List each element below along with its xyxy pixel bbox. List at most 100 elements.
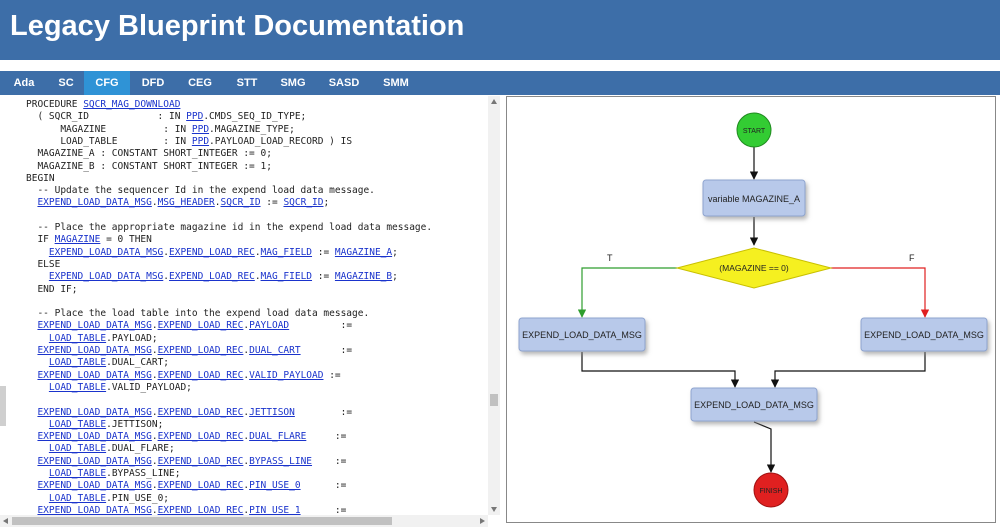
code-text: -- Place the appropriate magazine id in … bbox=[26, 222, 433, 233]
code-text: .PAYLOAD_LOAD_RECORD ) IS bbox=[209, 135, 353, 147]
code-line: EXPEND_LOAD_DATA_MSG.EXPEND_LOAD_REC.VAL… bbox=[26, 369, 340, 382]
code-identifier-link[interactable]: PAYLOAD bbox=[249, 320, 290, 332]
code-identifier-link[interactable]: PIN_USE_0 bbox=[249, 480, 301, 492]
true-branch-node[interactable] bbox=[518, 317, 646, 352]
code-vertical-scrollbar[interactable] bbox=[488, 96, 500, 515]
tab-smg[interactable]: SMG bbox=[280, 77, 306, 89]
code-text: . bbox=[151, 197, 158, 209]
code-text bbox=[26, 493, 49, 504]
horizontal-scroll-thumb[interactable] bbox=[12, 517, 392, 525]
code-identifier-link[interactable]: DUAL_FLARE bbox=[249, 431, 307, 443]
false-branch-node[interactable] bbox=[860, 317, 988, 352]
tab-ada[interactable]: Ada bbox=[13, 77, 35, 89]
code-identifier-link[interactable]: MAGAZINE_A bbox=[334, 246, 393, 258]
merge-node[interactable] bbox=[690, 387, 818, 422]
code-identifier-link[interactable]: EXPEND_LOAD_REC bbox=[157, 504, 244, 515]
false-branch-node-label: EXPEND_LOAD_DATA_MSG bbox=[864, 330, 984, 340]
edge-decision-false bbox=[831, 267, 930, 318]
code-line: ( SQCR_ID : IN PPD.CMDS_SEQ_ID_TYPE; bbox=[26, 111, 306, 123]
code-identifier-link[interactable]: LOAD_TABLE bbox=[48, 492, 107, 504]
tab-ceg[interactable]: CEG bbox=[188, 77, 212, 89]
code-identifier-link[interactable]: PIN_USE_1 bbox=[249, 504, 301, 515]
code-identifier-link[interactable]: EXPEND_LOAD_DATA_MSG bbox=[37, 197, 152, 209]
code-identifier-link[interactable]: EXPEND_LOAD_DATA_MSG bbox=[37, 455, 152, 467]
code-identifier-link[interactable]: MAGAZINE_B bbox=[334, 271, 393, 283]
code-identifier-link[interactable]: SQCR_ID bbox=[220, 197, 261, 209]
code-identifier-link[interactable]: LOAD_TABLE bbox=[48, 381, 107, 393]
code-identifier-link[interactable]: EXPEND_LOAD_DATA_MSG bbox=[37, 320, 152, 332]
code-identifier-link[interactable]: VALID_PAYLOAD bbox=[249, 369, 324, 381]
code-identifier-link[interactable]: SQCR_MAG_DOWNLOAD bbox=[83, 99, 181, 110]
code-identifier-link[interactable]: MAGAZINE bbox=[54, 234, 101, 246]
tab-smm[interactable]: SMM bbox=[383, 77, 409, 89]
code-identifier-link[interactable]: LOAD_TABLE bbox=[48, 357, 107, 369]
code-text bbox=[26, 431, 37, 442]
code-identifier-link[interactable]: EXPEND_LOAD_REC bbox=[157, 406, 244, 418]
code-identifier-link[interactable]: EXPEND_LOAD_REC bbox=[157, 455, 244, 467]
code-identifier-link[interactable]: EXPEND_LOAD_DATA_MSG bbox=[37, 369, 152, 381]
finish-node[interactable] bbox=[753, 472, 789, 508]
code-identifier-link[interactable]: DUAL_CART bbox=[249, 345, 301, 356]
scroll-up-icon[interactable] bbox=[491, 99, 497, 104]
code-identifier-link[interactable]: EXPEND_LOAD_REC bbox=[157, 320, 244, 332]
code-text: . bbox=[151, 406, 158, 418]
code-identifier-link[interactable]: MAG_FIELD bbox=[260, 271, 313, 283]
code-identifier-link[interactable]: EXPEND_LOAD_DATA_MSG bbox=[37, 406, 152, 418]
code-text: := bbox=[300, 504, 347, 515]
code-identifier-link[interactable]: EXPEND_LOAD_DATA_MSG bbox=[37, 480, 152, 492]
code-identifier-link[interactable]: EXPEND_LOAD_REC bbox=[169, 271, 255, 283]
code-identifier-link[interactable]: EXPEND_LOAD_REC bbox=[157, 345, 244, 356]
code-text bbox=[26, 456, 37, 467]
scroll-down-icon[interactable] bbox=[491, 507, 497, 512]
code-horizontal-scrollbar[interactable] bbox=[0, 515, 488, 527]
code-identifier-link[interactable]: EXPEND_LOAD_REC bbox=[157, 480, 244, 492]
code-identifier-link[interactable]: LOAD_TABLE bbox=[48, 332, 107, 344]
code-identifier-link[interactable]: EXPEND_LOAD_REC bbox=[157, 431, 244, 443]
code-identifier-link[interactable]: JETTISON bbox=[249, 406, 295, 418]
code-text: . bbox=[151, 369, 158, 381]
tab-sc[interactable]: SC bbox=[58, 77, 74, 89]
code-identifier-link[interactable]: EXPEND_LOAD_DATA_MSG bbox=[48, 271, 164, 283]
code-text: . bbox=[243, 455, 250, 467]
code-identifier-link[interactable]: BYPASS_LINE bbox=[249, 455, 313, 467]
tab-dfd[interactable]: DFD bbox=[141, 77, 165, 89]
start-node[interactable] bbox=[736, 112, 772, 148]
tab-cfg[interactable]: CFG bbox=[84, 71, 130, 95]
code-identifier-link[interactable]: SQCR_ID bbox=[283, 197, 324, 209]
code-identifier-link[interactable]: PPD bbox=[191, 135, 210, 147]
code-identifier-link[interactable]: LOAD_TABLE bbox=[48, 443, 107, 455]
edge-left-to-merge bbox=[581, 352, 740, 388]
code-line: LOAD_TABLE.VALID_PAYLOAD; bbox=[26, 382, 192, 394]
code-identifier-link[interactable]: EXPEND_LOAD_DATA_MSG bbox=[37, 345, 152, 356]
code-identifier-link[interactable]: MAG_FIELD bbox=[260, 246, 313, 258]
code-identifier-link[interactable]: EXPEND_LOAD_REC bbox=[169, 246, 255, 258]
code-text bbox=[26, 443, 49, 454]
code-text: .PAYLOAD; bbox=[106, 332, 158, 344]
tab-sasd[interactable]: SASD bbox=[328, 77, 360, 89]
control-flow-graph-pane: T F START variable MAGAZINE_A (MAGAZINE … bbox=[506, 96, 996, 523]
code-identifier-link[interactable]: EXPEND_LOAD_DATA_MSG bbox=[37, 431, 152, 443]
assign-node[interactable] bbox=[702, 179, 806, 217]
code-text: := bbox=[306, 431, 347, 443]
tab-stt[interactable]: STT bbox=[236, 77, 258, 89]
code-text: .PIN_USE_0; bbox=[106, 492, 170, 504]
code-identifier-link[interactable]: EXPEND_LOAD_DATA_MSG bbox=[37, 504, 152, 515]
start-node-label: START bbox=[743, 128, 766, 135]
code-identifier-link[interactable]: LOAD_TABLE bbox=[48, 468, 107, 479]
code-identifier-link[interactable]: EXPEND_LOAD_DATA_MSG bbox=[48, 246, 164, 258]
scroll-left-icon[interactable] bbox=[3, 518, 8, 524]
code-line: LOAD_TABLE.JETTISON; bbox=[26, 419, 163, 431]
code-text: . bbox=[151, 504, 158, 515]
code-text: . bbox=[243, 406, 250, 418]
code-identifier-link[interactable]: LOAD_TABLE bbox=[48, 418, 107, 430]
code-identifier-link[interactable]: EXPEND_LOAD_REC bbox=[157, 369, 244, 381]
code-identifier-link[interactable]: PPD bbox=[191, 123, 210, 135]
vertical-scroll-thumb[interactable] bbox=[490, 394, 498, 406]
code-identifier-link[interactable]: MSG_HEADER bbox=[157, 197, 215, 209]
code-text: . bbox=[151, 455, 158, 467]
code-text: . bbox=[254, 271, 261, 283]
code-identifier-link[interactable]: PPD bbox=[186, 111, 204, 123]
decision-node[interactable] bbox=[675, 247, 833, 289]
code-text: END IF; bbox=[26, 283, 78, 295]
scroll-right-icon[interactable] bbox=[480, 518, 485, 524]
